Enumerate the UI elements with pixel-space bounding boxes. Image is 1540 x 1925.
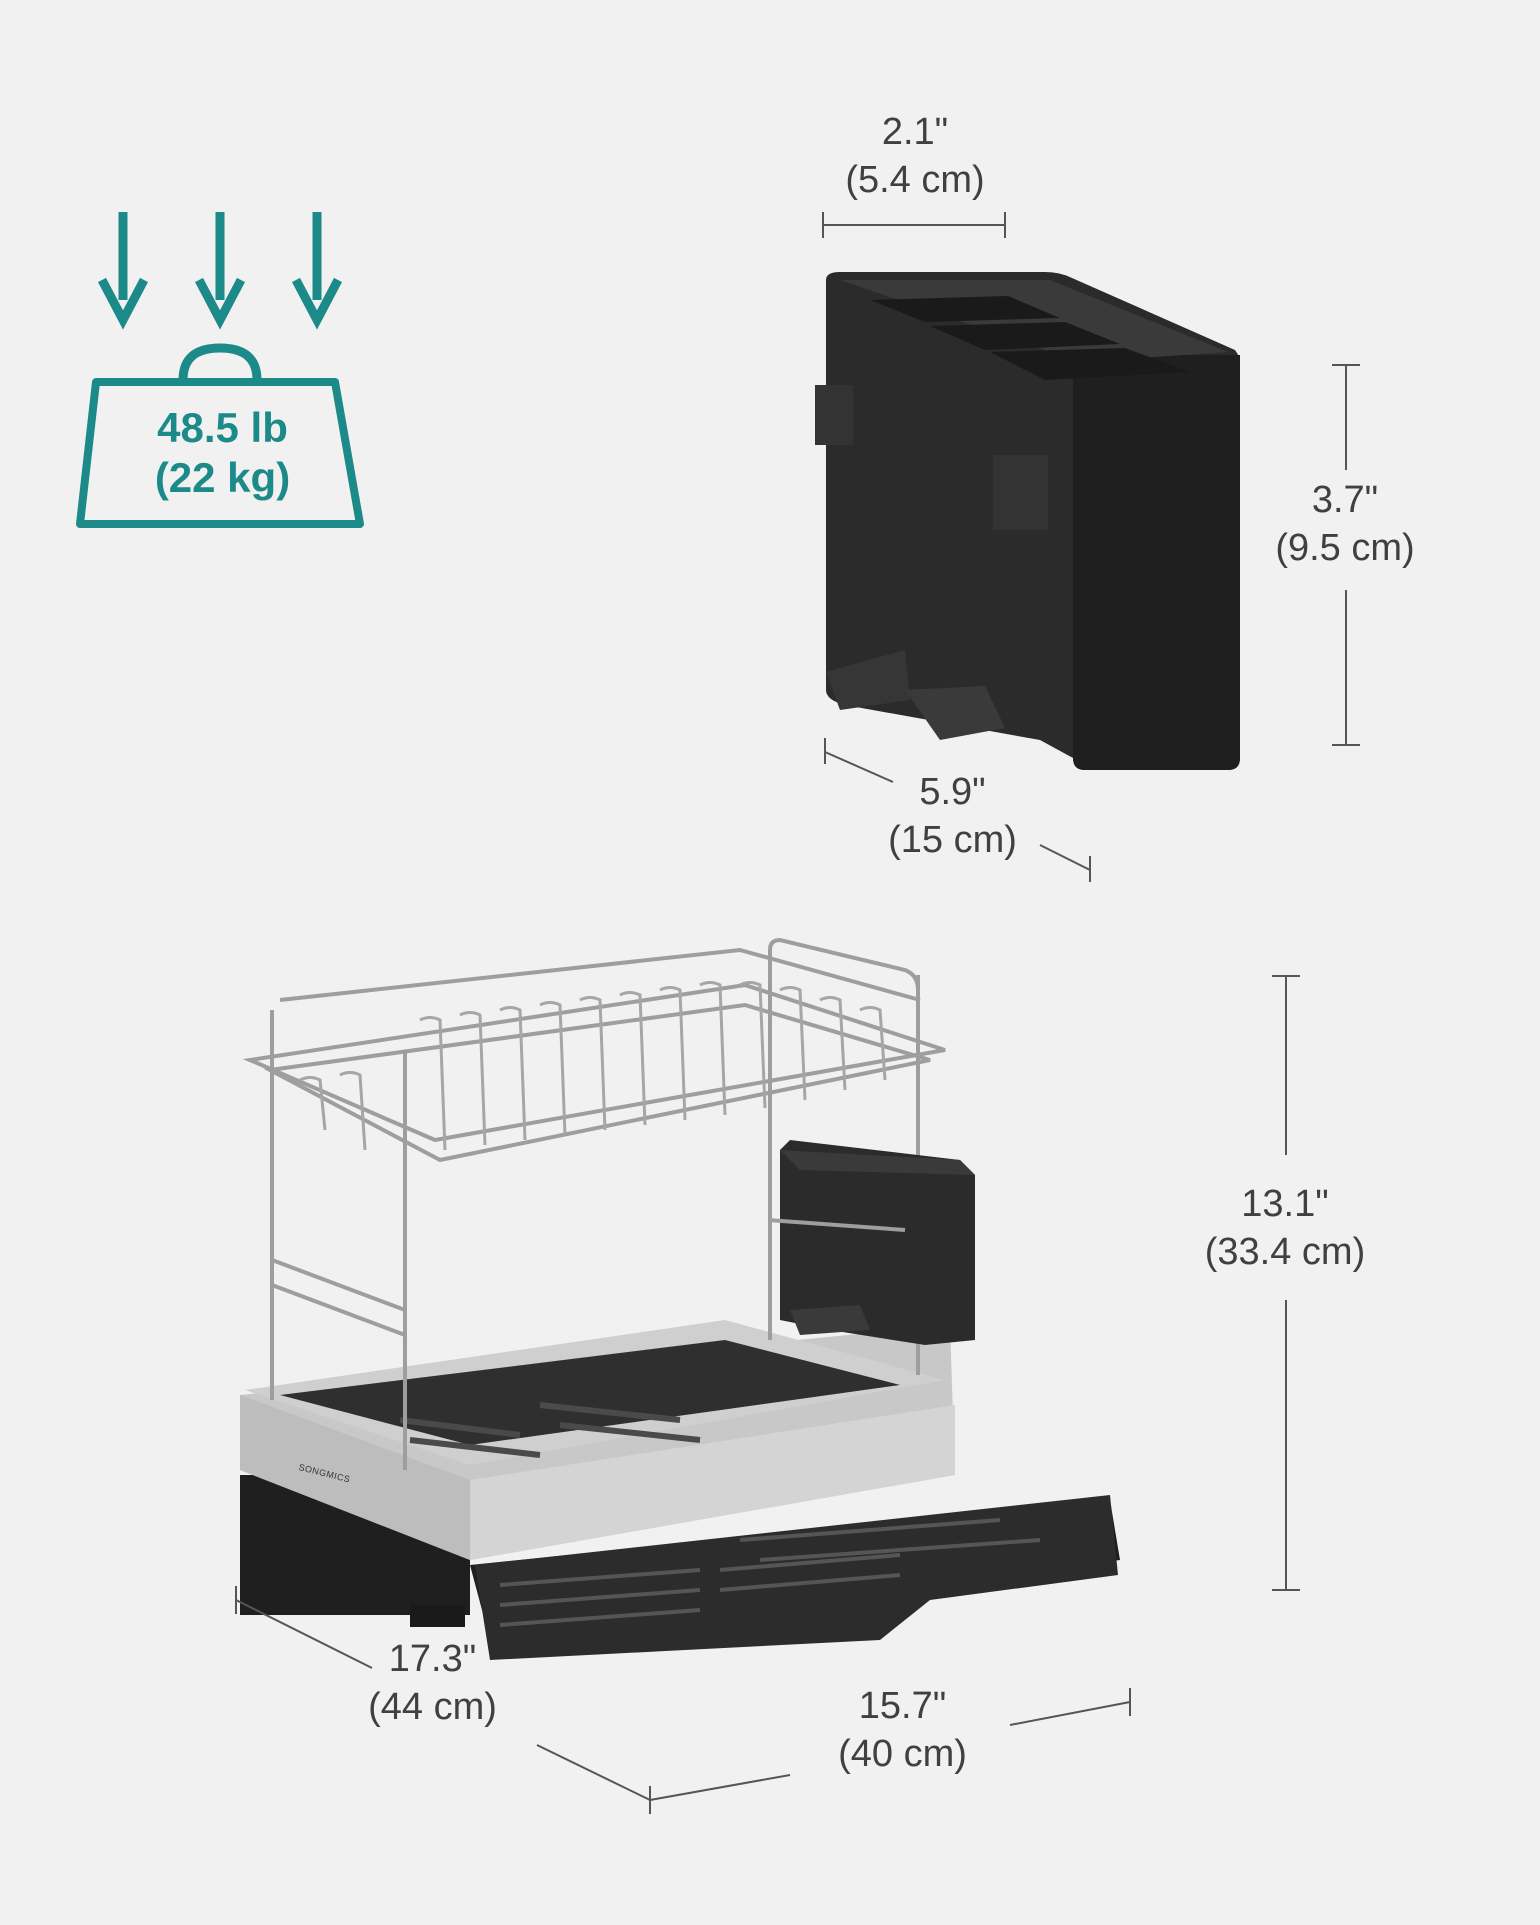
rack-length-label: 17.3" (44 cm): [368, 1638, 497, 1728]
down-arrow-icon: [292, 212, 342, 330]
holder-height-label: 3.7" (9.5 cm): [1275, 479, 1415, 569]
utensil-holder-large: [815, 272, 1240, 770]
rack-dimension-lines: [235, 975, 1300, 1814]
weight-icon: [76, 212, 364, 528]
rack-height-label: 13.1" (33.4 cm): [1204, 1183, 1366, 1273]
holder-width-label: 2.1" (5.4 cm): [845, 111, 985, 201]
weight-imperial: 48.5 lb: [157, 404, 288, 451]
holder-length-label: 5.9" (15 cm): [888, 771, 1017, 861]
holder-dimension-lines: [822, 212, 1360, 882]
weight-label: 48.5 lb (22 kg): [110, 403, 335, 503]
rack-width-label: 15.7" (40 cm): [838, 1685, 967, 1775]
down-arrow-icon: [98, 212, 148, 330]
weight-metric: (22 kg): [154, 454, 291, 501]
down-arrow-icon: [195, 212, 245, 330]
dish-rack: [240, 937, 1120, 1660]
